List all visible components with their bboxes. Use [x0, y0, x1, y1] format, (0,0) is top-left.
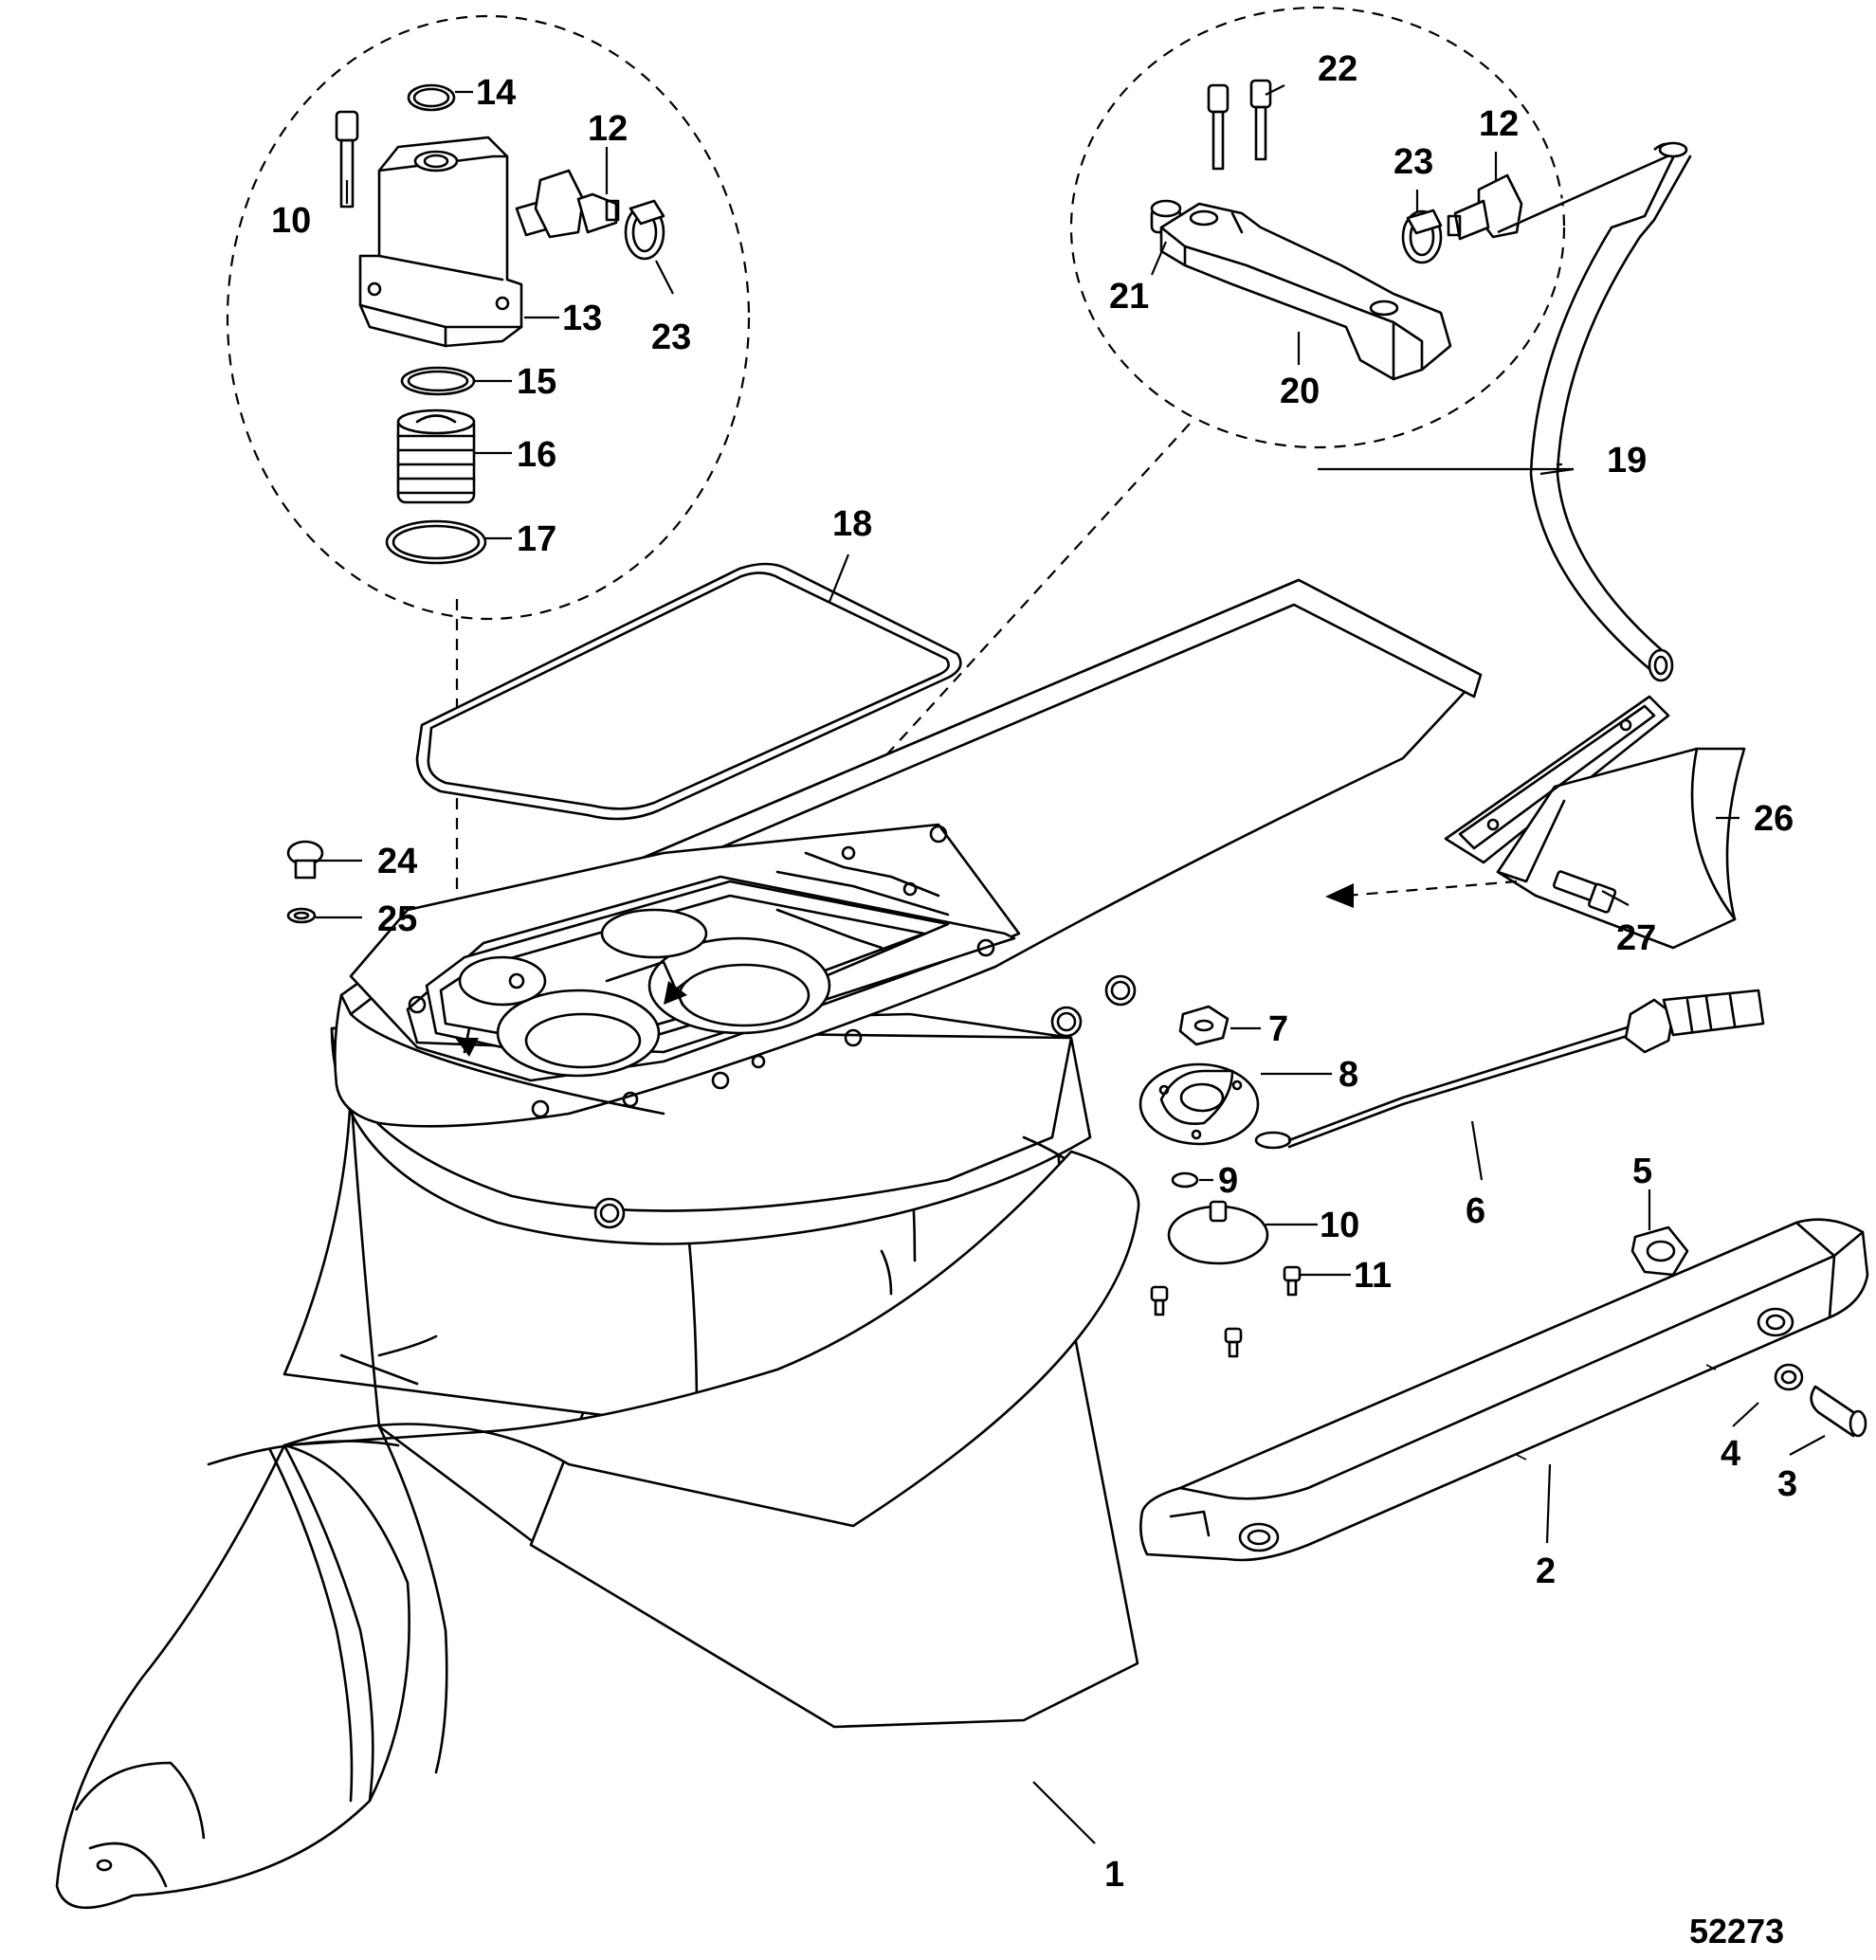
callout-15: 15 — [517, 362, 556, 402]
anode-screw — [1630, 1225, 1689, 1277]
callout-11: 11 — [1354, 1256, 1392, 1296]
callout-5: 5 — [1632, 1152, 1652, 1191]
callout-24: 24 — [377, 842, 417, 881]
callout-4: 4 — [1721, 1434, 1740, 1474]
water-hose — [1497, 141, 1692, 682]
callout-2: 2 — [1536, 1552, 1556, 1591]
gearcase-top-deck — [334, 578, 1483, 1229]
callout-7: 7 — [1268, 1009, 1288, 1049]
leader-lines — [313, 84, 1826, 1844]
callout-16: 16 — [517, 435, 556, 475]
speedometer-parts — [1138, 989, 1765, 1358]
callout-12-left: 12 — [588, 109, 628, 149]
detail-left-parts — [335, 83, 665, 565]
drain-screw-and-washer — [286, 840, 324, 924]
callout-19: 19 — [1607, 441, 1647, 481]
callout-6: 6 — [1466, 1191, 1485, 1231]
water-intake — [1444, 695, 1746, 950]
callout-10-upper: 10 — [271, 201, 311, 241]
callout-26: 26 — [1754, 799, 1794, 839]
callout-labels: 1 2 3 4 5 6 7 8 9 10 10 11 12 12 13 14 1… — [271, 49, 1797, 1951]
callout-20: 20 — [1280, 372, 1320, 411]
callout-23-right: 23 — [1393, 142, 1433, 182]
callout-9: 9 — [1218, 1161, 1238, 1201]
callout-3: 3 — [1777, 1464, 1797, 1504]
intake-direction-arrow — [1325, 880, 1518, 908]
detail-circle-left — [226, 14, 751, 953]
callout-13: 13 — [562, 299, 602, 338]
callout-27: 27 — [1616, 918, 1656, 958]
callout-21: 21 — [1109, 277, 1149, 317]
callout-12-right: 12 — [1479, 104, 1519, 144]
drawing-reference-number: 52273 — [1689, 1912, 1784, 1951]
callout-10-lower: 10 — [1320, 1206, 1359, 1245]
callout-14: 14 — [476, 73, 516, 113]
detail-right-parts — [1150, 79, 1523, 381]
gearcase-housing — [55, 1012, 1140, 1910]
top-cover-gasket — [415, 562, 962, 821]
trim-tab — [1139, 1218, 1869, 1562]
callout-25: 25 — [377, 899, 417, 939]
trim-tab-washer-and-bolt — [1774, 1363, 1867, 1438]
callout-8: 8 — [1339, 1055, 1358, 1095]
callout-17: 17 — [517, 519, 556, 559]
callout-23-left: 23 — [651, 318, 691, 357]
callout-18: 18 — [832, 504, 872, 544]
callout-1: 1 — [1104, 1855, 1124, 1895]
callout-22: 22 — [1318, 49, 1357, 89]
